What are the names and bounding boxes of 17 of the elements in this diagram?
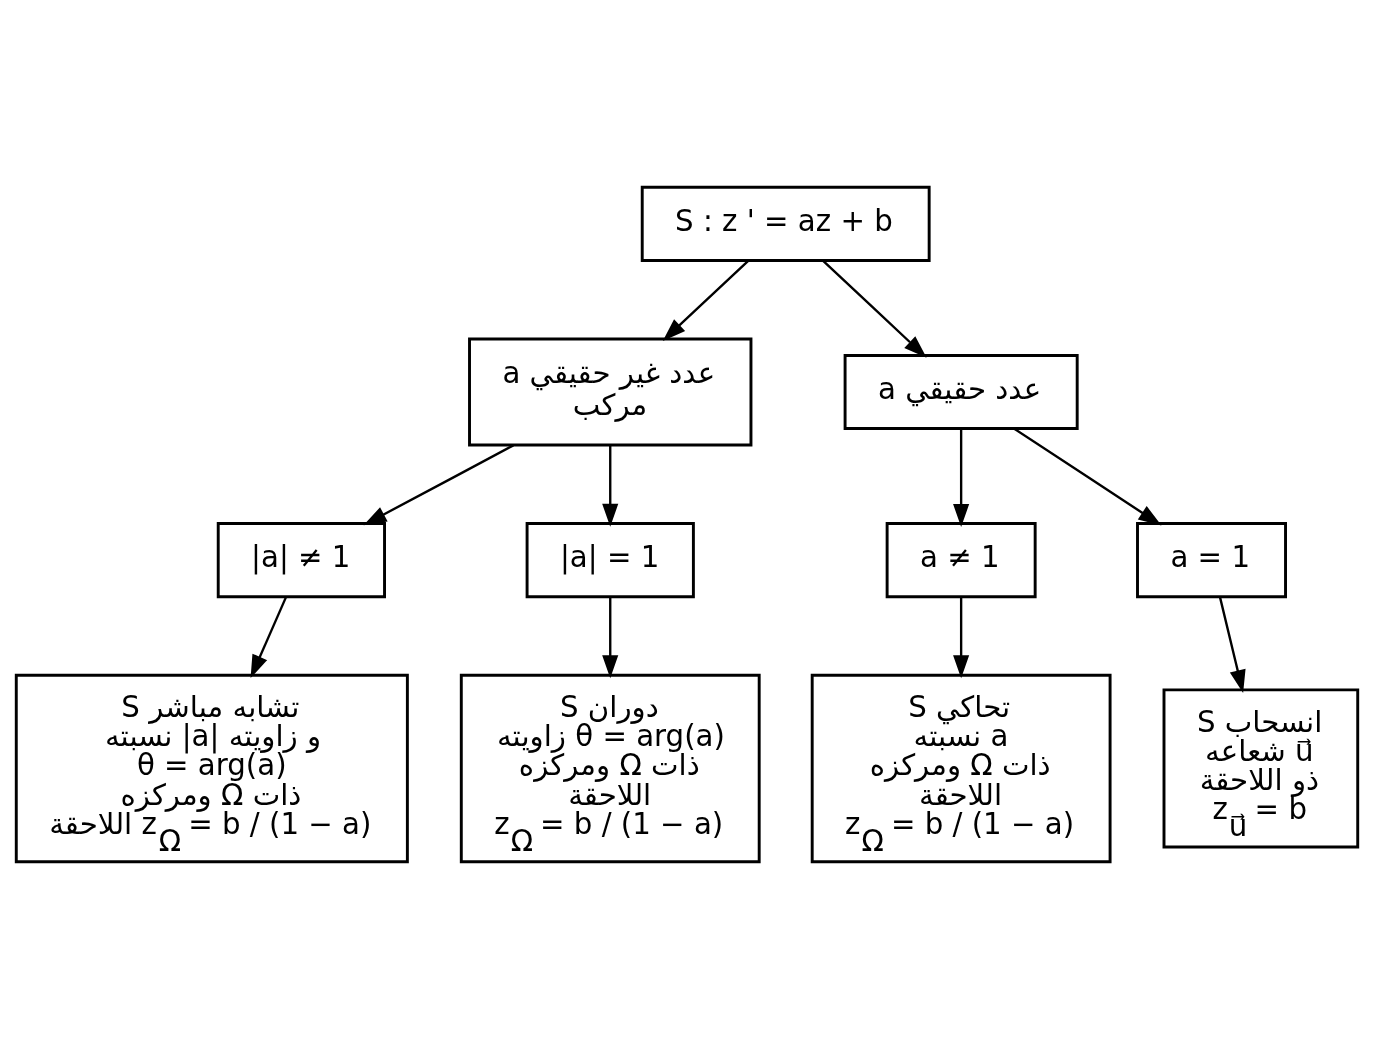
node-box: a = 1 bbox=[1136, 522, 1287, 599]
node-box: |a| ≠ 1 bbox=[216, 522, 386, 599]
arrow bbox=[363, 444, 514, 526]
arrow bbox=[602, 597, 619, 679]
node-box: a عدد غير حقيقي مركب bbox=[468, 337, 753, 447]
node-box: a عدد حقيقي bbox=[843, 354, 1079, 430]
node-box: a ≠ 1 bbox=[885, 522, 1037, 599]
arrow bbox=[1218, 596, 1246, 694]
arrow bbox=[250, 596, 288, 679]
arrow bbox=[953, 597, 970, 679]
arrow bbox=[953, 428, 970, 528]
arrow bbox=[822, 259, 927, 358]
node-box: S : z ' = az + b bbox=[640, 185, 931, 262]
node-box: |a| = 1 bbox=[525, 522, 695, 599]
arrow bbox=[602, 445, 619, 527]
arrow bbox=[1013, 427, 1162, 526]
arrow bbox=[662, 259, 750, 341]
